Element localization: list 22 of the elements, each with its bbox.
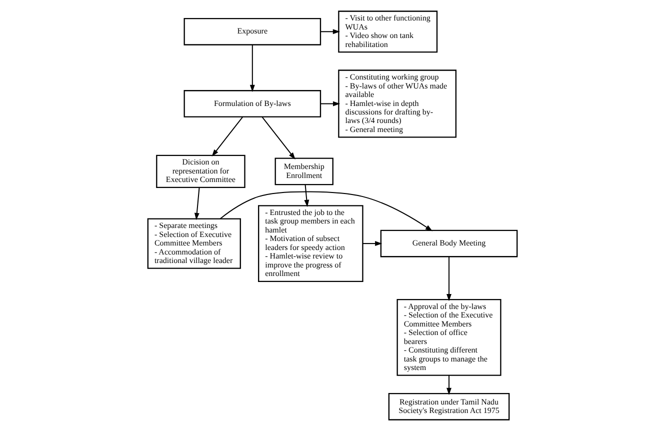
node-box: Formulation of By-laws <box>184 90 322 118</box>
arrow <box>446 256 452 302</box>
arrow <box>250 45 255 92</box>
node-box: - Approval of the by-laws - Selection of the Executive Committee Members - Selection of office bearers - Constituting different task groups to manage the system <box>396 299 502 376</box>
arrow <box>194 187 200 220</box>
arrow <box>304 184 310 207</box>
arrow <box>320 101 340 106</box>
node-box: - Separate meetings - Selection of Executive Committee Members - Accommodation of traditional village leader <box>147 218 241 269</box>
arrow <box>446 375 452 396</box>
node-box: Dicision on representation for Executive Committee <box>156 154 246 188</box>
arrow <box>212 116 244 156</box>
node-box: Registration under Tamil Nadu Society's Registration Act 1975 <box>388 392 510 420</box>
node-box: - Constituting working group - By-laws of other WUAs made available - Hamlet-wise in depth discussions for drafting by-laws (3/4 rounds) - General meeting <box>338 70 456 138</box>
node-box: - Visit to other functioning WUAs - Video show on tank rehabilitation <box>338 10 438 53</box>
node-box: Membership Enrollment <box>274 158 334 186</box>
arrow <box>220 191 433 232</box>
arrow <box>262 116 296 160</box>
node-box: - Entrusted the job to the task group members in each hamlet - Motivation of subsect leaders for speedy action - Hamlet-wise review to improve the progress of enrollment <box>258 205 364 282</box>
node-box: Exposure <box>184 18 322 46</box>
arrow <box>362 241 382 246</box>
node-box: General Body Meeting <box>380 230 518 258</box>
arrow <box>320 29 340 34</box>
